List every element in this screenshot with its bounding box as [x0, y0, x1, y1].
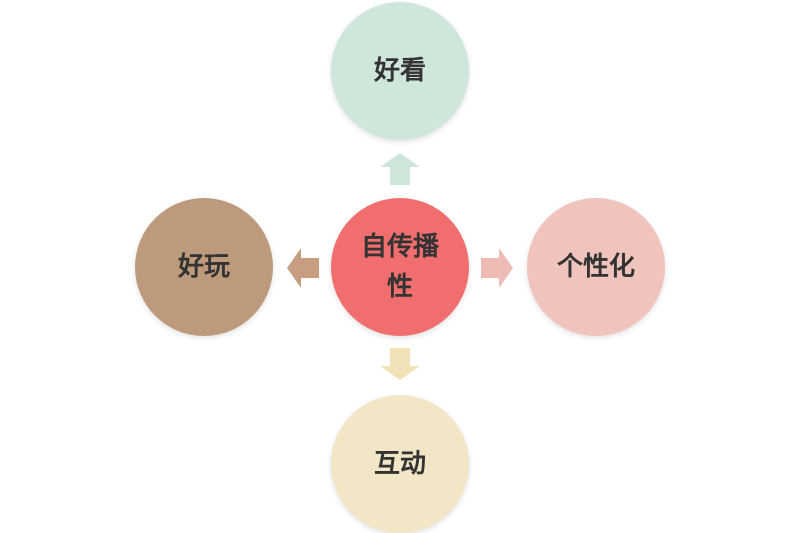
arrow-left-icon: [287, 248, 319, 288]
node-bottom-label: 互动: [373, 449, 426, 479]
node-bottom: 互动: [331, 395, 469, 533]
center-node-label: 自传播性: [360, 232, 439, 302]
arrow-right-icon: [481, 248, 513, 288]
node-top-label: 好看: [373, 56, 426, 86]
node-left-label: 好玩: [177, 252, 230, 282]
arrow-down-icon: [380, 348, 420, 380]
node-right: 个性化: [527, 198, 665, 336]
center-node: 自传播性: [331, 198, 469, 336]
node-top: 好看: [331, 2, 469, 140]
node-right-label: 个性化: [556, 252, 635, 282]
arrow-up-icon: [380, 153, 420, 185]
node-left: 好玩: [135, 198, 273, 336]
